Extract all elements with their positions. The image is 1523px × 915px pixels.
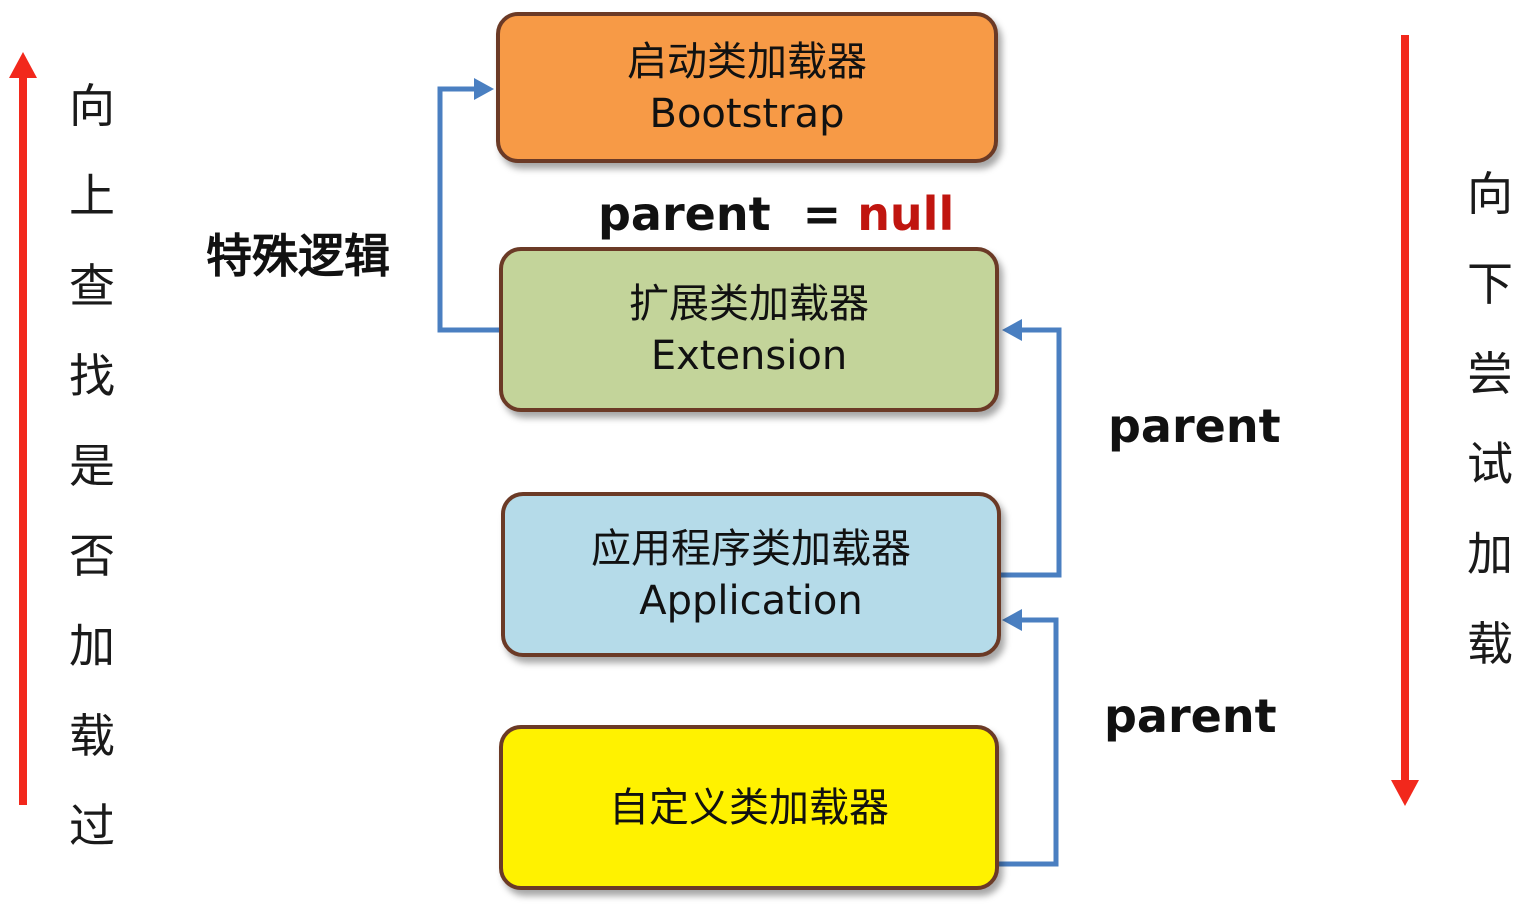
downward-load-text: 向 下 尝 试 加 载	[1462, 166, 1518, 706]
upward-search-text: 向 上 查 找 是 否 加 载 过	[64, 78, 120, 888]
downward-char: 下	[1467, 257, 1513, 311]
upward-char: 查	[69, 259, 115, 313]
upward-char: 加	[69, 619, 115, 673]
parent-null-label: parent = null	[598, 186, 954, 242]
upward-char: 向	[69, 79, 115, 133]
application-loader-subtitle: Application	[639, 577, 863, 624]
downward-char: 载	[1467, 617, 1513, 671]
extension-loader-subtitle: Extension	[650, 332, 848, 379]
application-parent-line	[1001, 327, 1062, 578]
upward-char: 过	[69, 799, 115, 853]
special-logic-arrowhead	[474, 78, 494, 100]
application-parent-label: parent	[1104, 689, 1277, 743]
custom-parent-line	[999, 617, 1059, 867]
special-logic-connector	[437, 78, 499, 333]
upward-char: 是	[69, 439, 115, 493]
extension-parent-label: parent	[1108, 399, 1281, 453]
bootstrap-loader-title: 启动类加载器	[627, 38, 867, 85]
custom-parent-arrowhead	[1002, 609, 1022, 631]
downward-char: 试	[1467, 437, 1513, 491]
custom-loader-title: 自定义类加载器	[609, 784, 889, 831]
custom-loader-box: 自定义类加载器	[499, 725, 999, 890]
special-logic-line	[437, 86, 499, 333]
custom-parent-connector	[999, 609, 1059, 867]
upward-char: 否	[69, 529, 115, 583]
special-logic-label: 特殊逻辑	[206, 229, 390, 283]
downward-arrow-head	[1391, 780, 1419, 806]
downward-char: 尝	[1467, 347, 1513, 401]
upward-char: 上	[69, 169, 115, 223]
upward-arrow-head	[9, 52, 37, 78]
extension-loader-title: 扩展类加载器	[629, 280, 869, 327]
application-loader-title: 应用程序类加载器	[591, 525, 911, 572]
upward-search-arrow	[9, 52, 37, 805]
downward-load-arrow	[1391, 35, 1419, 806]
parent-null-prefix: parent =	[598, 187, 858, 241]
application-parent-connector	[1001, 319, 1062, 578]
upward-char: 找	[69, 349, 115, 403]
bootstrap-loader-box: 启动类加载器 Bootstrap	[496, 12, 998, 163]
null-value: null	[857, 187, 955, 241]
downward-char: 向	[1467, 167, 1513, 221]
application-parent-arrowhead	[1002, 319, 1022, 341]
extension-loader-box: 扩展类加载器 Extension	[499, 247, 999, 412]
application-loader-box: 应用程序类加载器 Application	[501, 492, 1001, 657]
upward-char: 载	[69, 709, 115, 763]
bootstrap-loader-subtitle: Bootstrap	[649, 90, 845, 137]
downward-char: 加	[1467, 527, 1513, 581]
